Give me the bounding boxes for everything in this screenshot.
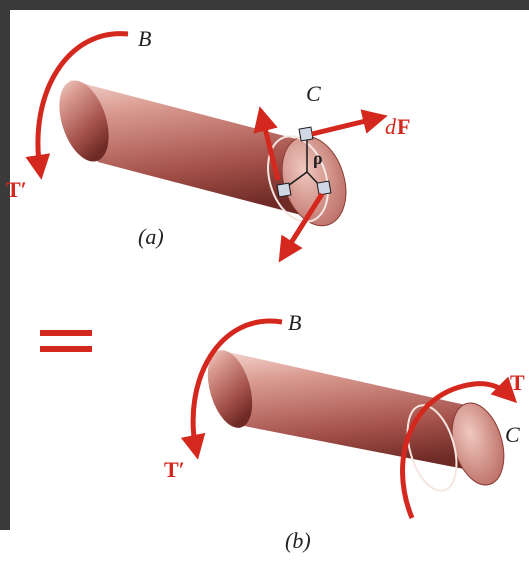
- equals-sign: [40, 330, 92, 352]
- torque-arrow-b-left: [180, 318, 283, 460]
- torque-label-a: T′: [6, 177, 27, 202]
- stress-elements-a: [276, 126, 332, 198]
- figure-a-caption: (a): [138, 224, 164, 249]
- frame-left-border: [0, 0, 10, 530]
- force-df-arrow: [311, 109, 388, 137]
- point-b-label-b: B: [288, 310, 301, 335]
- point-b-label-a: B: [138, 26, 151, 51]
- force-down-arrow: [278, 192, 325, 263]
- point-c-label-b: C: [505, 422, 520, 447]
- torque-label-b-left: T′: [164, 457, 185, 482]
- figure-b-caption: (b): [285, 528, 311, 553]
- force-arrows-a: [253, 106, 388, 263]
- frame-top-border: [0, 0, 529, 10]
- force-up-arrow: [253, 106, 281, 181]
- torque-arrow-b-right: [400, 376, 518, 519]
- radius-rho-label: ρ: [313, 148, 323, 168]
- cylinder-b: [207, 350, 505, 492]
- torque-arrow-a: [25, 31, 129, 180]
- point-c-label-a: C: [306, 81, 321, 106]
- force-f-label: F: [397, 114, 410, 139]
- torque-label-b-right: T: [510, 370, 525, 395]
- force-d-label: d: [385, 114, 397, 139]
